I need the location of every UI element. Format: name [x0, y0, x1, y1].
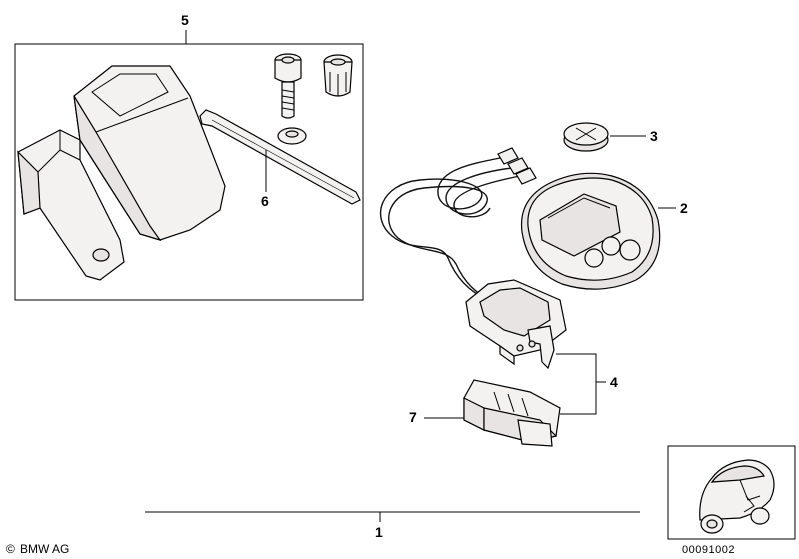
mounting-bracket: [17, 129, 125, 281]
cable-tie-6: [199, 109, 361, 205]
bracket-4: [556, 353, 606, 415]
callout-3: 3: [650, 128, 658, 144]
washer: [277, 127, 307, 145]
callout-2: 2: [680, 200, 688, 216]
callout-1: 1: [375, 524, 383, 540]
kit-line-1: [145, 511, 640, 522]
screw: [274, 53, 302, 119]
callout-7: 7: [409, 409, 417, 425]
scooter-illustration: [699, 459, 775, 534]
wiring-harness: [379, 147, 537, 303]
callout-5: 5: [181, 12, 189, 28]
nut-insert: [323, 54, 353, 97]
wire-terminals: [497, 147, 537, 185]
copyright-symbol: ©: [6, 542, 15, 556]
plug-7: [424, 379, 561, 447]
cradle-connector: [465, 279, 567, 370]
callout-6: 6: [261, 193, 269, 209]
kit-box-5: [14, 30, 364, 301]
inset-reference-number: 00091002: [682, 544, 735, 556]
callout-4: 4: [610, 374, 618, 390]
copyright-brand: BMW AG: [20, 542, 69, 556]
cap-3: [563, 122, 646, 152]
vehicle-inset: [667, 445, 796, 540]
holder-cover: [73, 65, 226, 242]
computer-unit-2: [520, 172, 676, 290]
